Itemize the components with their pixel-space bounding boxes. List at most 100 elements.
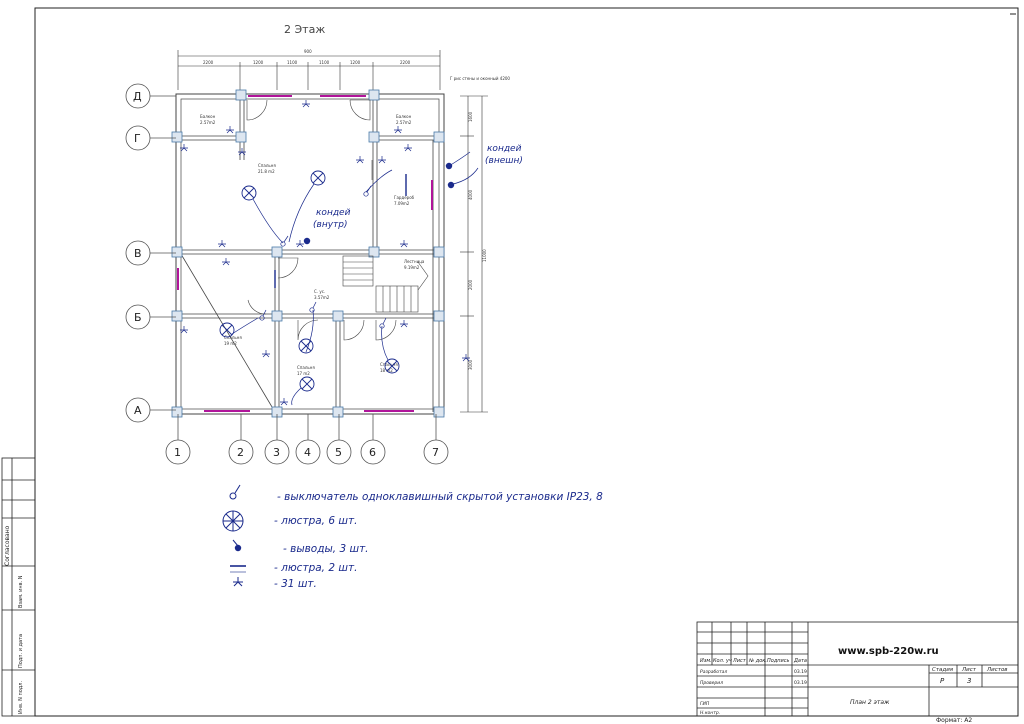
room-bedroom-2-area: 19 m2 <box>224 341 237 346</box>
chandelier-icon <box>299 376 315 392</box>
room-bedroom-1-name: Спальня <box>258 163 276 168</box>
tb-stage-label: Стадия <box>932 667 954 673</box>
dim-top-1: 2200 <box>203 60 214 65</box>
axis-row-D: Д <box>133 90 142 103</box>
axis-row-V: В <box>134 247 142 260</box>
side-stamp-inv: Инв. N подл. <box>18 681 24 714</box>
condenser-inner-line1: кондей <box>316 208 351 218</box>
wall-light-symbols <box>274 174 407 288</box>
room-bath-name: С. ус. <box>314 289 325 294</box>
tb-row-gip: ГИП <box>700 701 710 707</box>
legend-switch: - выключатель одноклавишный скрытой уста… <box>277 491 603 503</box>
condenser-inner-line2: (внутр) <box>313 220 348 230</box>
condenser-outer-label: кондей (внешн) <box>485 144 524 166</box>
dim-right-2: 4000 <box>468 189 473 200</box>
floor-title: 2 Этаж <box>284 23 325 36</box>
room-balcony-left-area: 2.57m2 <box>200 120 216 125</box>
output-dots <box>303 162 455 245</box>
room-balcony-right-name: Балкон <box>396 114 412 119</box>
condenser-outer-line2: (внешн) <box>485 156 523 166</box>
output-dot-icon <box>234 544 242 552</box>
legend-wall-light: - люстра, 2 шт. <box>274 562 357 574</box>
title-block <box>696 621 1019 717</box>
axis-col-7: 7 <box>432 446 439 459</box>
dim-note: Г рис стены и оконный 4200 <box>450 76 510 81</box>
dim-overall: 900 <box>304 49 312 54</box>
dim-top-3: 1100 <box>287 60 298 65</box>
axis-col-4: 4 <box>304 446 311 459</box>
tb-format: Формат: А2 <box>936 717 972 724</box>
legend-outputs: - выводы, 3 шт. <box>283 543 369 555</box>
axis-col-5: 5 <box>335 446 342 459</box>
dim-top-6: 2200 <box>400 60 411 65</box>
condenser-outer-line1: кондей <box>487 144 522 154</box>
axis-col-3: 3 <box>273 446 280 459</box>
staircase <box>342 255 429 313</box>
wall-light-icon <box>230 565 246 573</box>
room-stair-name: Лестница <box>404 259 425 264</box>
tb-col-kol: Кол. уч <box>713 658 732 664</box>
dim-right-4: 2000 <box>468 279 473 290</box>
dim-top-2: 1200 <box>253 60 264 65</box>
doors <box>246 99 397 341</box>
axis-row-B: Б <box>134 311 142 324</box>
website: www.spb-220w.ru <box>838 646 939 657</box>
sheet-frame <box>34 7 1019 717</box>
tb-col-date: Дата <box>793 658 807 664</box>
switch-icon <box>229 484 241 500</box>
chandelier-icon <box>298 338 314 354</box>
tb-col-izm: Изм. <box>700 658 712 664</box>
chandelier-symbols <box>219 170 400 392</box>
tb-sheets-label: Листов <box>986 667 1008 673</box>
chandelier-icon <box>310 170 326 186</box>
room-stair-area: 9.19m2 <box>404 265 420 270</box>
side-stamp-sign: Подп. и дата <box>18 634 24 668</box>
axis-row-G: Г <box>134 132 141 145</box>
room-bedroom-3-area: 17 m2 <box>297 371 310 376</box>
room-balcony-right-area: 2.57m2 <box>396 120 412 125</box>
dim-right-3: 11000 <box>482 249 487 262</box>
axis-col-6: 6 <box>369 446 376 459</box>
dimension-lines <box>177 50 488 413</box>
tb-sheet: 3 <box>967 677 971 685</box>
dim-right-1: 1600 <box>468 111 473 122</box>
axis-col-2: 2 <box>237 446 244 459</box>
side-stamp-replace: Взам. инв. N <box>18 575 24 608</box>
tb-row-developer: Разработал <box>700 669 727 675</box>
tb-date-2: 03.19 <box>794 680 807 686</box>
chandelier-icon <box>384 358 400 374</box>
balcony-walls <box>176 135 444 141</box>
room-wardrobe-area: 7.09m2 <box>394 201 410 206</box>
legend-outlets: - 31 шт. <box>274 578 317 590</box>
tb-row-checker: Проверил <box>700 680 723 686</box>
axis-col-1: 1 <box>174 446 181 459</box>
tb-col-list: Лист <box>732 658 747 664</box>
chandelier-icon <box>219 322 235 338</box>
dim-top-4: 1100 <box>319 60 330 65</box>
side-stamp <box>1 457 36 717</box>
room-wardrobe-name: Гардероб <box>394 195 415 200</box>
room-bath-area: 3.57m2 <box>314 295 330 300</box>
axis-rows <box>125 83 176 423</box>
condenser-inner-label: кондей (внутр) <box>313 208 353 230</box>
dim-right-5: 3000 <box>468 359 473 370</box>
outlet-symbols <box>180 100 470 406</box>
side-stamp-agreed: Согласовано <box>4 525 11 566</box>
tb-col-doc: № док. <box>748 658 767 664</box>
room-bedroom-4-name: Спальня <box>380 362 398 367</box>
room-bedroom-2-name: Спальня <box>224 335 242 340</box>
room-bedroom-3-name: Спальня <box>297 365 315 370</box>
windows <box>177 95 433 412</box>
chandelier-icon <box>241 185 257 201</box>
room-bedroom-1-area: 21.8 m2 <box>258 169 275 174</box>
tb-date-1: 03.19 <box>794 669 807 675</box>
interior-walls <box>176 94 444 413</box>
outlet-icon <box>233 577 243 587</box>
wiring <box>231 151 479 406</box>
axis-cols <box>165 414 449 465</box>
dim-top-5: 1200 <box>350 60 361 65</box>
tb-sheet-label: Лист <box>961 667 977 673</box>
switch-symbols <box>259 185 387 329</box>
legend-chandelier: - люстра, 6 шт. <box>274 515 357 527</box>
tb-row-nkontr: Н.контр. <box>700 710 720 716</box>
